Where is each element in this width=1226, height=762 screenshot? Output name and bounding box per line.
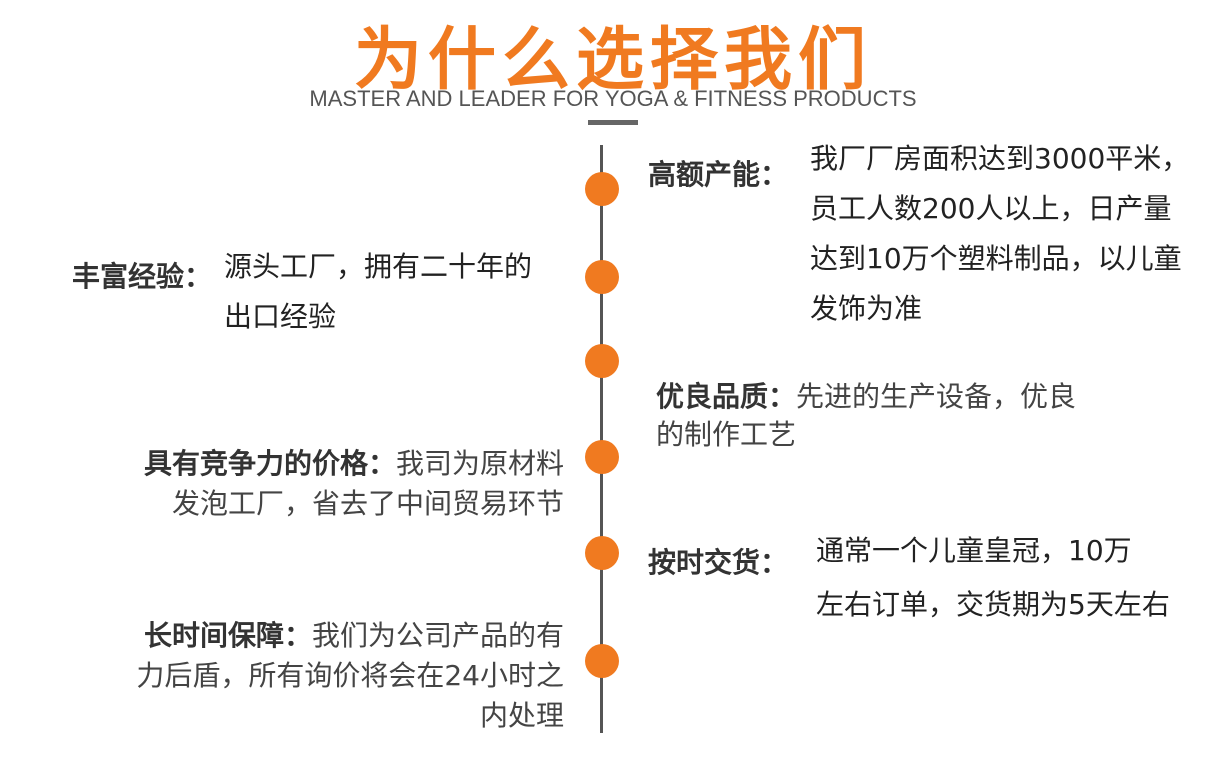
page-title: 为什么选择我们 <box>353 21 872 100</box>
timeline-dot <box>585 260 619 294</box>
feature-text-delivery: 通常一个儿童皇冠，10万 左右订单，交货期为5天左右 <box>816 534 1170 621</box>
feature-text-experience: 源头工厂，拥有二十年的 出口经验 <box>224 250 533 333</box>
feature-text-capacity: 我厂厂房面积达到3000平米， 员工人数200人以上，日产量 达到10万个塑料制… <box>810 142 1190 325</box>
timeline-line <box>600 145 603 733</box>
timeline-dot <box>585 172 619 206</box>
feature-label-capacity: 高额产能： <box>648 158 789 191</box>
feature-quality: 优良品质：先进的生产设备，优良 的制作工艺 <box>656 380 1077 451</box>
feature-label-experience: 丰富经验： <box>72 260 213 293</box>
feature-price: 具有竞争力的价格：我司为原材料 发泡工厂，省去了中间贸易环节 <box>143 447 564 520</box>
timeline-dot <box>585 440 619 474</box>
page-subtitle: MASTER AND LEADER FOR YOGA & FITNESS PRO… <box>309 86 917 111</box>
title-underline <box>588 120 638 125</box>
feature-guarantee: 长时间保障：我们为公司产品的有 力后盾，所有询价将会在24小时之 内处理 <box>136 619 564 732</box>
timeline-dot <box>585 536 619 570</box>
timeline-dot <box>585 344 619 378</box>
timeline-dot <box>585 644 619 678</box>
feature-label-delivery: 按时交货： <box>648 546 789 579</box>
